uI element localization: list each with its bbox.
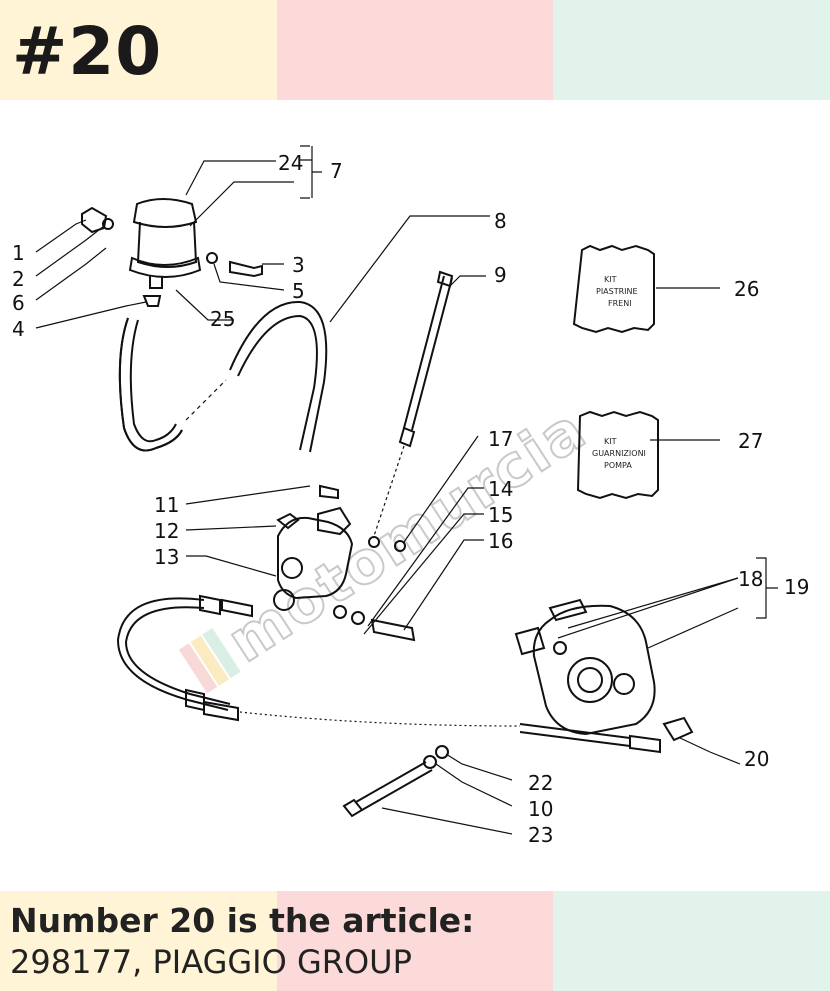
label-23: 23: [528, 823, 553, 847]
label-24: 24: [278, 151, 303, 175]
bolt-23: [342, 745, 449, 818]
label-11: 11: [154, 493, 179, 517]
label-13: 13: [154, 545, 179, 569]
label-10: 10: [528, 797, 553, 821]
label-22: 22: [528, 771, 553, 795]
footer-band-yellow: [0, 891, 277, 991]
label-9: 9: [494, 263, 507, 287]
header-band-yellow: [0, 0, 277, 100]
label-27: 27: [738, 429, 763, 453]
footer-band-green: [553, 891, 830, 991]
label-15: 15: [488, 503, 513, 527]
label-8: 8: [494, 209, 507, 233]
brake-caliper: [514, 598, 656, 736]
footer-band-pink: [276, 891, 554, 991]
leader-lines: [35, 145, 778, 835]
page-title: #20: [12, 13, 163, 90]
label-6: 6: [12, 291, 25, 315]
label-25: 25: [210, 307, 235, 331]
watermark-text: motomurcia: [216, 394, 598, 675]
kit1-title: KIT: [604, 275, 617, 284]
label-3: 3: [292, 253, 305, 277]
label-12: 12: [154, 519, 179, 543]
kit2-line3: POMPA: [604, 461, 632, 470]
footer-band: [0, 891, 830, 991]
label-17: 17: [488, 427, 513, 451]
caption-heading: Number 20 is the article:: [10, 901, 475, 940]
kit-bag-seals: KIT GUARNIZIONI POMPA: [576, 410, 659, 500]
kit2-line2: GUARNIZIONI: [592, 449, 646, 458]
label-26: 26: [734, 277, 759, 301]
label-18: 18: [738, 567, 763, 591]
master-cylinder: [273, 484, 416, 642]
kit-bag-pads: KIT PIASTRINE FRENI: [572, 244, 655, 334]
parts-diagram: motomurcia: [12, 145, 809, 847]
kit2-title: KIT: [604, 437, 617, 446]
kit1-line2: PIASTRINE: [596, 287, 638, 296]
kit1-line3: FRENI: [608, 299, 632, 308]
label-20: 20: [744, 747, 769, 771]
header-band-green: [553, 0, 830, 100]
article-caption: Number 20 is the article: 298177, PIAGGI…: [10, 900, 474, 982]
hose-8: [185, 300, 328, 453]
header-band: [0, 0, 830, 100]
part-labels: 1 2 6 4 24 7 3 5 25 8 9 26 27 17 14 15 1…: [12, 151, 809, 847]
header-band-pink: [276, 0, 554, 100]
label-14: 14: [488, 477, 513, 501]
label-5: 5: [292, 279, 305, 303]
label-1: 1: [12, 241, 25, 265]
brake-pipe: [116, 594, 694, 754]
label-4: 4: [12, 317, 25, 341]
label-7: 7: [330, 159, 343, 183]
brake-reservoir: [81, 198, 263, 452]
label-16: 16: [488, 529, 513, 553]
label-2: 2: [12, 267, 25, 291]
label-19: 19: [784, 575, 809, 599]
caption-article: 298177, PIAGGIO GROUP: [10, 943, 412, 981]
